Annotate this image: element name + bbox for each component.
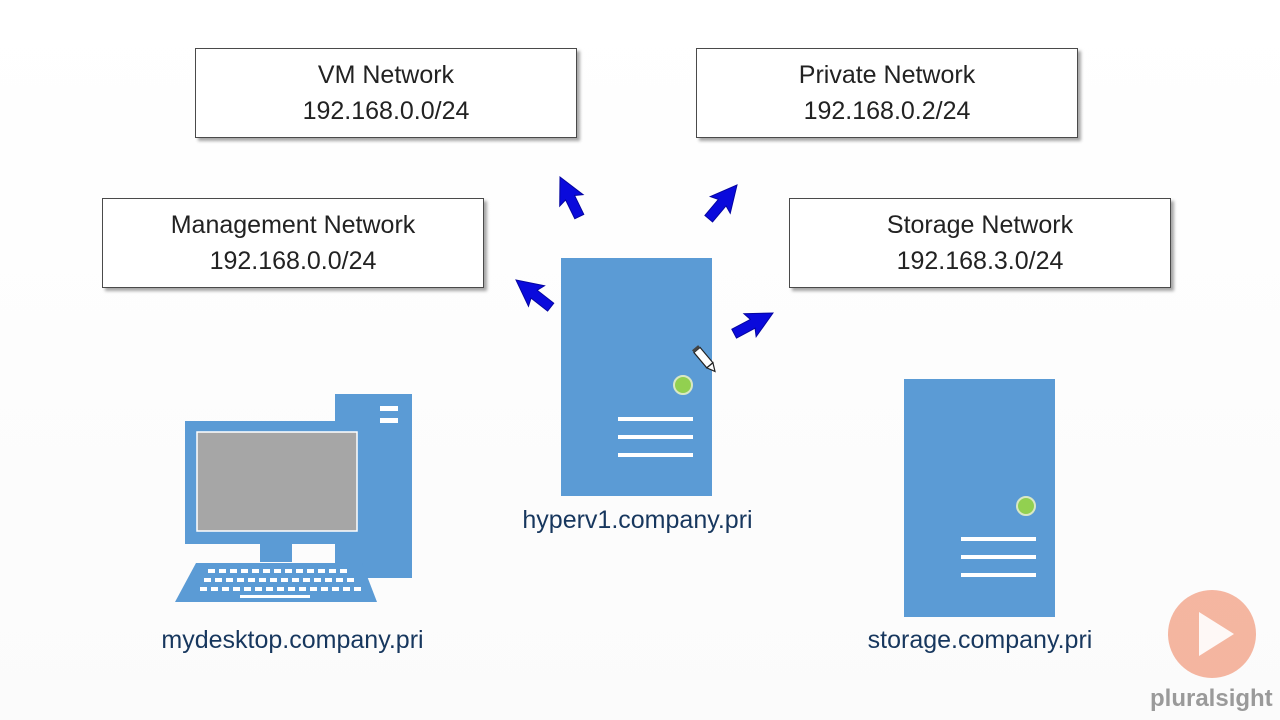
vm-network-box: VM Network 192.168.0.0/24 <box>195 48 577 138</box>
desktop-host-label: mydesktop.company.pri <box>161 626 424 654</box>
storage-host-label: storage.company.pri <box>867 626 1093 654</box>
vm-network-subnet: 192.168.0.0/24 <box>302 97 470 125</box>
storage-network-box: Storage Network 192.168.3.0/24 <box>789 198 1171 288</box>
hyperv-host-label: hyperv1.company.pri <box>522 506 753 534</box>
management-network-box: Management Network 192.168.0.0/24 <box>102 198 484 288</box>
management-network-name: Management Network <box>170 211 416 239</box>
hyperv-server-icon <box>561 258 712 496</box>
storage-network-name: Storage Network <box>886 211 1074 239</box>
arrow-to-private-network-icon <box>698 176 748 228</box>
private-network-name: Private Network <box>798 61 976 89</box>
vm-network-name: VM Network <box>317 61 455 89</box>
brand-logo-text: pluralsight <box>1150 685 1273 712</box>
arrow-to-storage-network-icon <box>727 301 780 346</box>
storage-network-subnet: 192.168.3.0/24 <box>896 247 1064 275</box>
play-icon <box>1168 590 1256 678</box>
desktop-computer-icon <box>175 394 412 602</box>
arrow-to-vm-network-icon <box>547 170 592 223</box>
private-network-box: Private Network 192.168.0.2/24 <box>696 48 1078 138</box>
private-network-subnet: 192.168.0.2/24 <box>803 97 971 125</box>
management-network-subnet: 192.168.0.0/24 <box>209 247 377 275</box>
arrow-to-management-network-icon <box>507 269 560 318</box>
pen-cursor-icon <box>692 345 716 373</box>
storage-server-icon <box>904 379 1055 617</box>
